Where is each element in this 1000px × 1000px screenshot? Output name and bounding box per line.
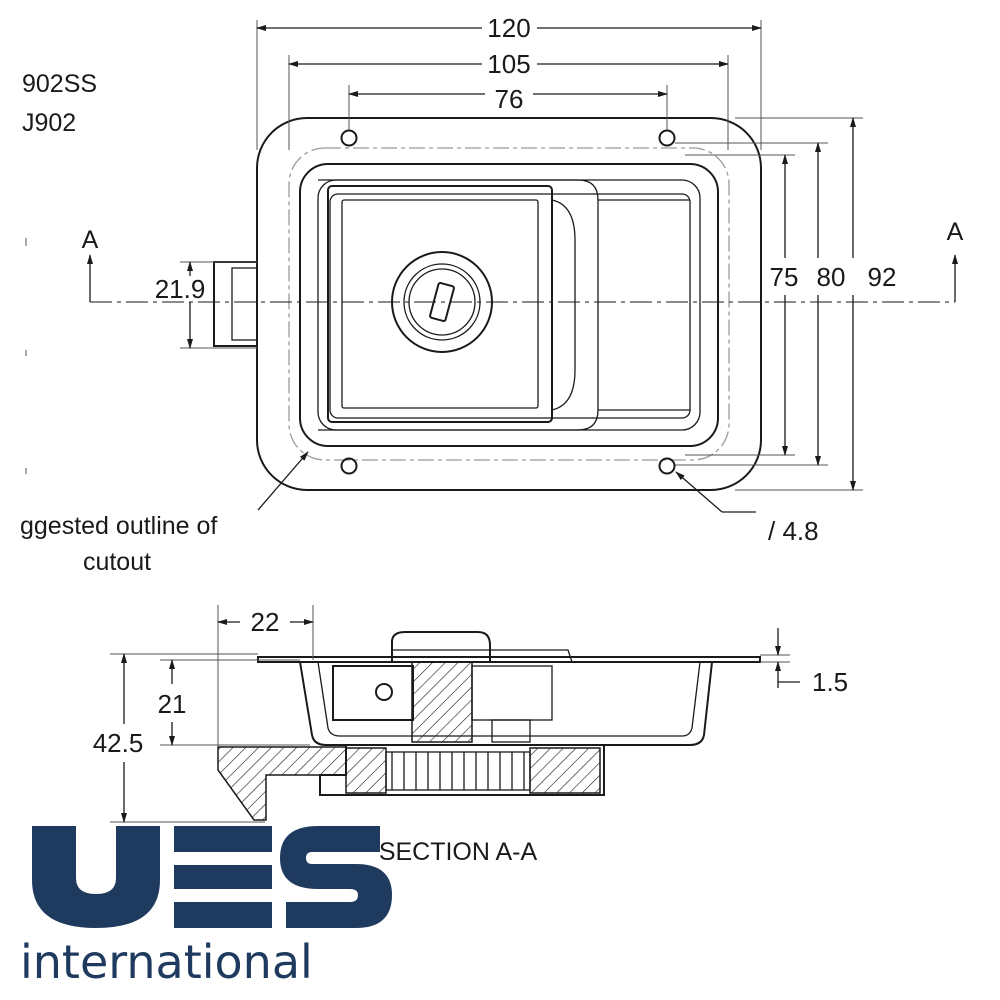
mounting-hole	[658, 457, 676, 475]
dimension-label: 80	[817, 262, 846, 292]
dimension-42-5: 42.5	[93, 653, 265, 823]
top-view	[90, 117, 955, 491]
section-view	[217, 631, 761, 821]
ues-logo: international	[20, 826, 392, 989]
section-stop	[491, 719, 531, 743]
section-key-cap	[391, 631, 491, 662]
section-housing-hatch-left	[345, 747, 387, 794]
dimension-21-9: 21.9	[155, 261, 257, 349]
paddle-handle	[327, 185, 553, 423]
paddle-face	[341, 199, 539, 409]
dimension-label: 75	[770, 262, 799, 292]
section-title: SECTION A-A	[379, 838, 538, 866]
flange-outline	[256, 117, 762, 491]
dimension-76: 76	[348, 84, 668, 130]
section-flange	[257, 656, 761, 663]
logo-letter-s	[280, 826, 392, 928]
dimension-22: 22	[217, 605, 314, 747]
section-cylinder	[411, 661, 473, 743]
hole-diameter-callout: / 4.8	[675, 471, 819, 546]
dimension-92: 92	[735, 117, 897, 491]
dimension-label: / 4.8	[768, 516, 819, 546]
dimension-label: 105	[487, 49, 530, 79]
section-marker-label: A	[947, 218, 964, 246]
dimension-label: 120	[487, 13, 530, 43]
dimension-21: 21	[158, 659, 310, 746]
section-handle-lip	[392, 649, 573, 663]
mounting-hole	[340, 129, 358, 147]
paddle-outer	[318, 179, 599, 431]
dimension-label: 22	[251, 607, 280, 637]
section-marker-label: A	[82, 226, 99, 254]
dimension-label: 42.5	[93, 728, 144, 758]
latch-tab-inner	[231, 267, 258, 341]
dimension-label: 76	[495, 84, 524, 114]
latch-tab	[213, 261, 258, 347]
section-cam	[332, 665, 414, 721]
paddle-lip	[551, 199, 576, 411]
part-number: J902	[22, 109, 76, 137]
section-tray	[299, 661, 713, 746]
cutout-outline	[288, 147, 730, 461]
dimension-label: 21.9	[155, 274, 206, 304]
dimension-1-5: 1.5	[760, 628, 848, 697]
section-paddle	[471, 665, 553, 721]
mounting-hole	[340, 457, 358, 475]
dimension-80: 80	[675, 142, 846, 466]
cutout-note: ggested outline of cutout	[20, 451, 309, 576]
cutout-note-line1: ggested outline of	[20, 512, 217, 540]
section-pin	[375, 683, 393, 701]
logo-letter-e	[174, 826, 272, 928]
section-marker-right: A	[947, 218, 964, 302]
dimension-label: 1.5	[812, 667, 848, 697]
part-number: 902SS	[22, 70, 97, 98]
logo-tagline: international	[20, 935, 313, 989]
part-numbers: 902SS J902	[22, 70, 97, 137]
dimension-120: 120	[256, 13, 762, 150]
section-spring	[385, 751, 531, 791]
cutout-note-line2: cutout	[83, 548, 151, 576]
section-latch-bolt	[217, 746, 347, 821]
logo-letter-u	[32, 826, 160, 928]
recess-outer	[299, 163, 719, 447]
recess-floor	[329, 193, 691, 419]
section-housing-hatch-right	[529, 747, 601, 794]
section-tray-inner	[317, 661, 701, 737]
section-marker-left: A	[82, 226, 99, 302]
dimension-label: 92	[868, 262, 897, 292]
dimension-75: 75	[685, 154, 799, 456]
recess-inner	[317, 179, 701, 431]
dimension-label: 21	[158, 689, 187, 719]
mounting-hole	[658, 129, 676, 147]
dimension-105: 105	[288, 49, 729, 150]
